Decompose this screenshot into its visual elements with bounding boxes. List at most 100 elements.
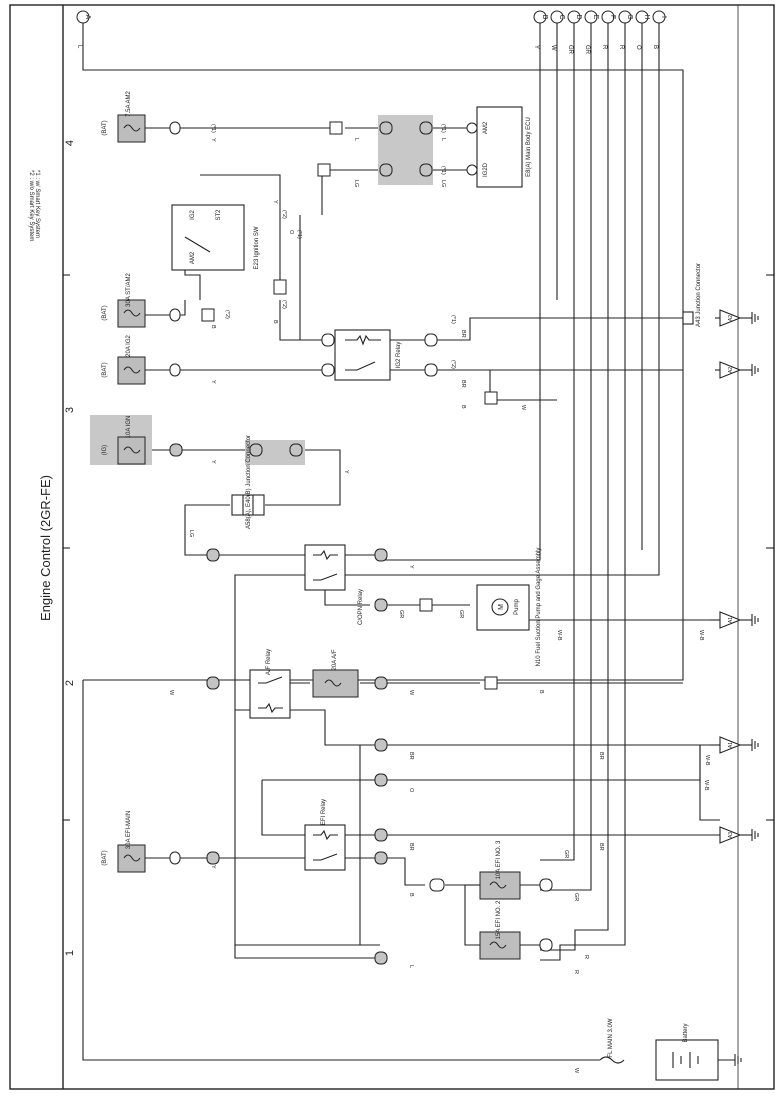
svg-text:W-B: W-B	[698, 630, 704, 641]
svg-text:(*1): (*1)	[440, 124, 446, 133]
battery: Battery	[655, 1023, 719, 1081]
fuse-7.5a-am2: (BAT) 7.5A AM2	[102, 90, 146, 143]
svg-text:W: W	[550, 45, 556, 51]
ig2-relay: IG2 Relay	[334, 329, 402, 381]
svg-text:(*1): (*1)	[296, 230, 302, 239]
svg-text:B: B	[210, 325, 216, 329]
top-wire-colors: L Y W GR GR R R O B	[76, 45, 658, 55]
svg-text:A1: A1	[728, 742, 734, 748]
svg-text:LG: LG	[353, 180, 359, 187]
column-number-4: 4	[64, 140, 76, 146]
svg-text:A43 Junction Connector: A43 Junction Connector	[696, 263, 702, 327]
efi-relay: EFI Relay	[304, 799, 346, 871]
svg-text:LG: LG	[440, 180, 446, 187]
svg-text:(BAT): (BAT)	[102, 362, 108, 377]
svg-text:BR: BR	[408, 752, 414, 760]
svg-text:EFI Relay: EFI Relay	[321, 799, 327, 825]
svg-text:GR: GR	[458, 610, 464, 618]
connector-d: D	[575, 14, 582, 19]
svg-text:R: R	[601, 45, 607, 50]
svg-text:W: W	[168, 690, 174, 696]
svg-text:(IG): (IG)	[102, 445, 108, 455]
ground-symbols: A2 A2 A1 A1 A3	[718, 309, 759, 1066]
svg-text:GR: GR	[573, 893, 579, 901]
connector-pins	[169, 121, 553, 965]
ground-a2-upper: A2	[719, 309, 759, 327]
column-number-3: 3	[64, 407, 76, 413]
svg-text:Pump: Pump	[514, 599, 520, 615]
svg-text:L: L	[440, 138, 446, 141]
note-1: *1 : w/ Smart Key System	[34, 170, 40, 238]
svg-text:Y: Y	[408, 565, 414, 569]
svg-text:W: W	[573, 1068, 579, 1074]
svg-text:Y: Y	[210, 865, 216, 869]
fuse-20a-ig2: (BAT) 20A IG2	[102, 334, 146, 385]
sheet-frame	[9, 4, 775, 1090]
svg-text:BR: BR	[598, 752, 604, 760]
svg-text:(*2): (*2)	[450, 360, 456, 369]
svg-text:30A EFI-MAIN: 30A EFI-MAIN	[126, 811, 132, 849]
svg-text:Y: Y	[210, 380, 216, 384]
page-title: Engine Control (2GR-FE)	[38, 475, 53, 621]
svg-text:A2: A2	[728, 367, 734, 373]
svg-text:(*2): (*2)	[281, 210, 287, 219]
svg-text:30A ST/AM2: 30A ST/AM2	[126, 272, 132, 306]
svg-text:B: B	[460, 405, 466, 409]
svg-text:Y: Y	[343, 470, 349, 474]
top-connectors: A B C D E F G H I	[76, 10, 667, 24]
svg-text:Y: Y	[533, 45, 539, 49]
svg-text:20A IG2: 20A IG2	[126, 334, 132, 356]
svg-text:W-B: W-B	[556, 630, 562, 641]
ground-a3: A3	[719, 826, 759, 844]
svg-text:A58(A), E40(B) Junction Connec: A58(A), E40(B) Junction Connector	[246, 435, 252, 529]
svg-text:AM2: AM2	[483, 121, 489, 134]
wire-labels: (*1) Y L (*1) L LG (*1) LG (*2) Y (*1) O…	[168, 124, 710, 1074]
svg-text:FL MAIN 3.0W: FL MAIN 3.0W	[608, 1018, 614, 1057]
svg-text:ST2: ST2	[216, 209, 222, 221]
svg-text:B: B	[652, 45, 658, 49]
svg-text:L: L	[353, 138, 359, 141]
svg-text:L: L	[76, 45, 82, 49]
svg-text:W-B: W-B	[704, 755, 710, 766]
svg-text:E8(A) Main Body ECU: E8(A) Main Body ECU	[526, 117, 532, 177]
svg-text:IG2: IG2	[190, 210, 196, 220]
connector-b: B	[541, 15, 548, 20]
svg-text:BR: BR	[460, 330, 466, 338]
connector-f: F	[609, 15, 616, 19]
svg-text:7.5A AM2: 7.5A AM2	[126, 90, 132, 116]
svg-text:Y: Y	[272, 200, 278, 204]
column-number-1: 1	[64, 950, 76, 956]
fuse-30a-efi-main: (BAT) 30A EFI-MAIN	[102, 811, 146, 873]
fuse-10a-ign: (IG) 10A IGN	[102, 416, 146, 465]
svg-text:(BAT): (BAT)	[102, 850, 108, 865]
svg-text:R: R	[618, 45, 624, 50]
column-number-2: 2	[64, 680, 76, 686]
af-relay: A/F Relay	[249, 649, 291, 719]
svg-text:BR: BR	[408, 843, 414, 851]
svg-text:(*1): (*1)	[210, 124, 216, 133]
svg-text:C/OPN Relay: C/OPN Relay	[358, 589, 364, 625]
ground-a1-br: A1	[719, 736, 759, 754]
svg-text:O: O	[408, 788, 414, 793]
svg-text:A2: A2	[728, 315, 734, 321]
fuse-20a-af: 20A A/F	[312, 649, 359, 698]
svg-text:N10 Fuel Suction Pump and Gage: N10 Fuel Suction Pump and Gage Assembly	[536, 548, 542, 667]
svg-text:(*1): (*1)	[450, 315, 456, 324]
svg-text:O: O	[288, 230, 294, 235]
svg-text:GR: GR	[563, 850, 569, 858]
connector-h: H	[643, 14, 650, 19]
svg-text:10A EFI NO. 3: 10A EFI NO. 3	[496, 840, 502, 879]
note-2: *2 : w/o Smart Key System	[28, 170, 34, 241]
svg-text:(*2): (*2)	[281, 300, 287, 309]
svg-text:Battery: Battery	[683, 1023, 689, 1042]
svg-text:W-B: W-B	[703, 780, 709, 791]
ground-battery	[718, 1054, 742, 1066]
svg-text:A1: A1	[728, 617, 734, 623]
svg-text:AM2: AM2	[190, 251, 196, 264]
junction-connector-a43: A43 Junction Connector	[682, 263, 702, 327]
connector-g: G	[626, 14, 633, 19]
svg-text:LG: LG	[188, 530, 194, 537]
svg-text:A/F Relay: A/F Relay	[266, 649, 272, 675]
